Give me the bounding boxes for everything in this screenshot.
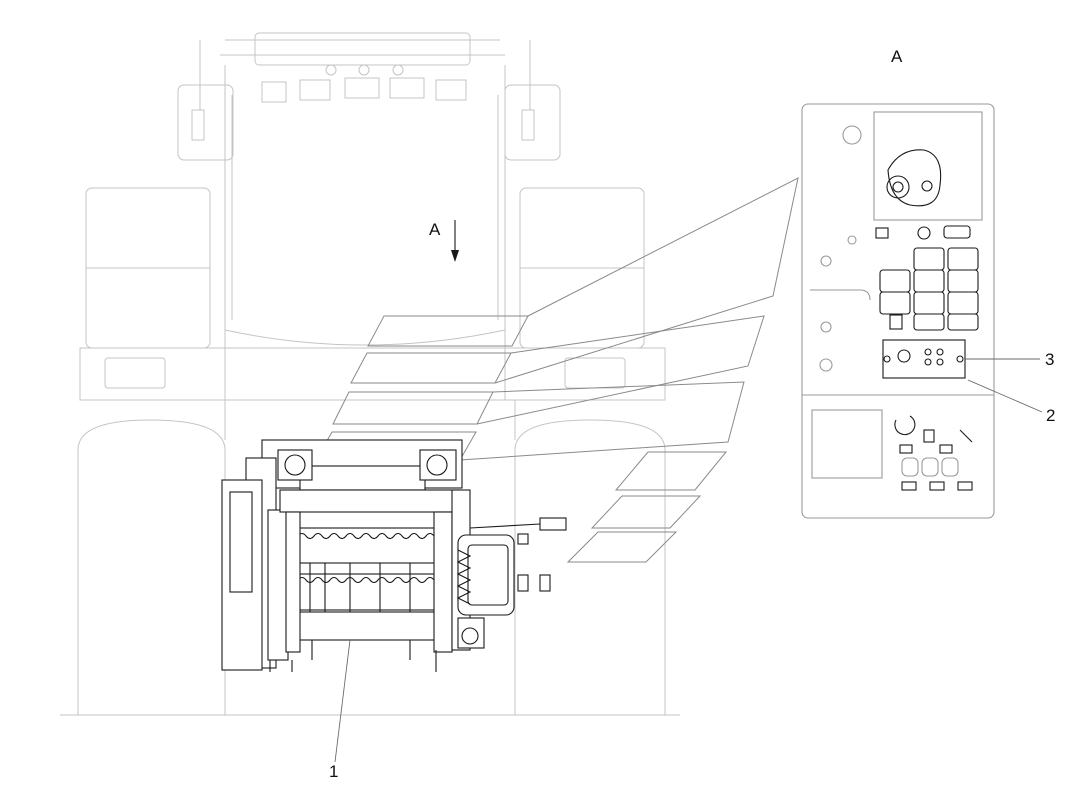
view-label: A — [891, 47, 903, 66]
drum-mechanism — [221, 439, 567, 672]
callout-1: 1 — [329, 762, 339, 781]
control-panel — [801, 103, 995, 519]
callout-3: 3 — [1045, 350, 1055, 369]
callout-2: 2 — [1046, 406, 1056, 425]
section-arrow — [451, 220, 459, 262]
section-arrow-label: A — [429, 220, 441, 239]
parallelogram-group-left — [315, 177, 799, 461]
button-grid — [879, 247, 979, 331]
parallelogram-group-right — [566, 451, 728, 563]
vehicle-outline — [60, 32, 680, 716]
leader-lines — [334, 358, 1043, 763]
